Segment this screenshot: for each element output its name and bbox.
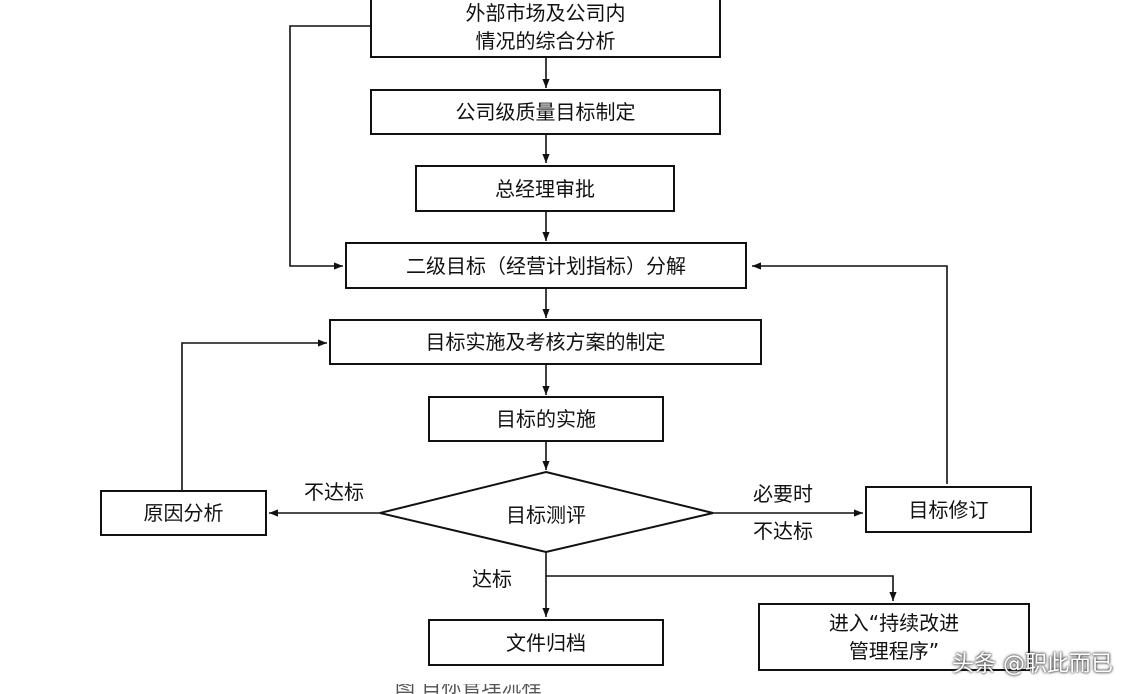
figure-caption-text: 图 目标管理流程 <box>395 684 775 694</box>
not-met-left-label: 不达标 <box>304 480 364 504</box>
evaluate-diamond-shape <box>379 470 714 554</box>
arrow-revise-to-decompose <box>752 262 948 484</box>
watermark: 头条 @职此而已 <box>952 652 1113 677</box>
continuous-improve-box: 进入“持续改进 管理程序” <box>758 603 1030 671</box>
scheme-box: 目标实施及考核方案的制定 <box>329 319 762 365</box>
arrow-to-continuous-improve <box>546 575 897 601</box>
gm-approval-box: 总经理审批 <box>415 165 675 212</box>
met-label: 达标 <box>472 567 512 591</box>
when-needed-label: 必要时 <box>753 482 813 506</box>
evaluate-decision-label: 目标测评 <box>506 502 586 527</box>
revise-box: 目标修订 <box>865 486 1032 533</box>
figure-caption: 图 目标管理流程 <box>395 684 775 694</box>
archive-box: 文件归档 <box>428 619 664 666</box>
company-target-box: 公司级质量目标制定 <box>370 89 721 135</box>
not-met-right-label: 不达标 <box>753 519 813 543</box>
analysis-box: 外部市场及公司内 情况的综合分析 <box>370 0 721 58</box>
arrow-cause-to-scheme <box>181 339 327 490</box>
arrow-analysis-loop-to-decompose <box>289 25 370 270</box>
cause-analysis-box: 原因分析 <box>100 490 267 536</box>
implement-box: 目标的实施 <box>428 396 664 442</box>
level2-decompose-box: 二级目标（经营计划指标）分解 <box>345 242 747 289</box>
